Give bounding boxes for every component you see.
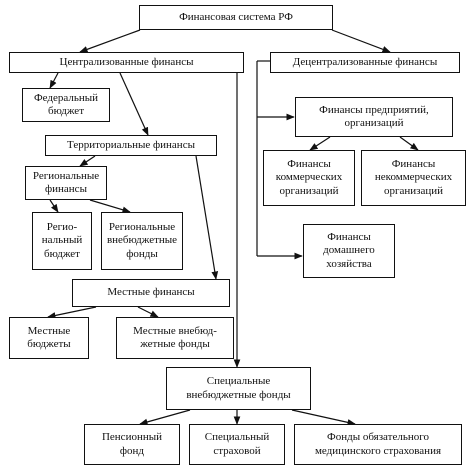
node-special-funds: Специальные внебюджетные фонды [166,367,311,410]
edge-regional-budget [49,199,59,213]
node-enterprises: Финансы предприятий, организаций [295,97,453,137]
node-regional: Региональные финансы [25,166,107,200]
node-root: Финансовая система РФ [139,5,333,30]
node-regional-budget: Регио- нальный бюджет [32,212,92,270]
edge-local-budgets [47,306,97,319]
node-regional-extrabudget: Региональные внебюджетные фонды [101,212,183,270]
node-local-budgets: Местные бюджеты [9,317,89,359]
edge-regional-extra [89,199,131,214]
node-federal-budget: Федеральный бюджет [22,88,110,122]
edge-central-territorial [119,72,149,136]
edge-central-federal [49,72,59,89]
node-commercial: Финансы коммерческих организаций [263,150,355,206]
node-local-extrabudget: Местные внебюд- жетные фонды [116,317,234,359]
node-social-insurance: Специальный страховой [189,424,285,465]
edge-special-medical [291,409,356,426]
node-decentral: Децентрализованные финансы [270,52,460,73]
node-noncommercial: Финансы некоммерческих организаций [361,150,466,206]
edge-root-central [79,29,141,53]
node-local: Местные финансы [72,279,230,307]
edge-territorial-regional [79,155,96,167]
node-territorial: Территориальные финансы [45,135,217,156]
edge-enterprises-noncommercial [399,136,419,151]
node-household: Финансы домашнего хозяйства [303,224,395,278]
edge-root-decentral [331,29,391,53]
node-medical-insurance: Фонды обязательного медицинского страхов… [294,424,462,465]
node-pension: Пенсионный фонд [84,424,180,465]
edge-special-pension [139,409,191,426]
edge-enterprises-commercial [309,136,331,151]
node-central: Централизованные финансы [9,52,244,73]
edge-local-extra [137,306,159,318]
edge-territorial-local [195,155,219,280]
